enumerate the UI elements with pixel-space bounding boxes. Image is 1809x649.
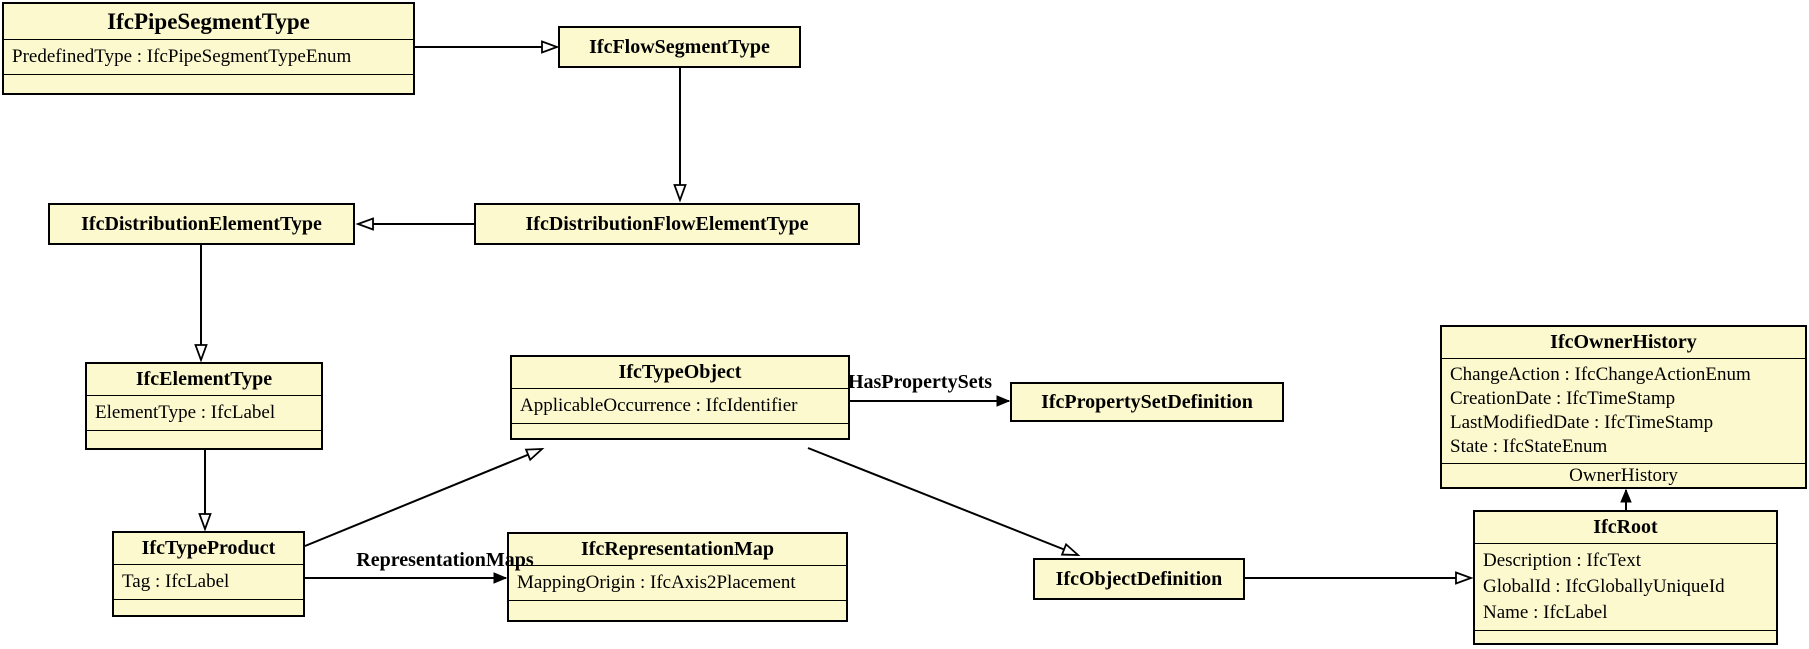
attribute-line: Tag : IfcLabel	[122, 571, 230, 592]
attribute-line: PredefinedType : IfcPipeSegmentTypeEnum	[12, 46, 352, 67]
class-title: IfcFlowSegmentType	[589, 35, 770, 58]
class-attributes: Description : IfcText GlobalId : IfcGlob…	[1475, 543, 1776, 630]
class-attributes: PredefinedType : IfcPipeSegmentTypeEnum	[4, 39, 413, 74]
class-title: IfcPipeSegmentType	[107, 9, 310, 34]
attribute-line: MappingOrigin : IfcAxis2Placement	[517, 572, 796, 593]
attribute-line: CreationDate : IfcTimeStamp	[1450, 388, 1676, 409]
class-title: IfcObjectDefinition	[1055, 567, 1223, 590]
class-box-ifc-pipe-segment-type[interactable]: IfcPipeSegmentType PredefinedType : IfcP…	[2, 2, 415, 95]
class-box-ifc-element-type[interactable]: IfcElementType ElementType : IfcLabel	[85, 362, 323, 450]
class-title: IfcTypeObject	[618, 361, 742, 383]
attribute-line: ApplicableOccurrence : IfcIdentifier	[520, 395, 798, 416]
class-attributes: Tag : IfcLabel	[114, 564, 303, 599]
empty-compartment	[114, 599, 303, 615]
empty-compartment	[1475, 630, 1776, 643]
class-attributes: ElementType : IfcLabel	[87, 395, 321, 430]
class-box-ifc-distribution-element-type[interactable]: IfcDistributionElementType	[48, 203, 355, 245]
class-box-ifc-type-object[interactable]: IfcTypeObject ApplicableOccurrence : Ifc…	[510, 355, 850, 440]
class-box-ifc-flow-segment-type[interactable]: IfcFlowSegmentType	[558, 26, 801, 68]
attribute-line: ChangeAction : IfcChangeActionEnum	[1450, 364, 1751, 385]
attribute-line: LastModifiedDate : IfcTimeStamp	[1450, 412, 1714, 433]
empty-compartment	[4, 74, 413, 93]
class-title: IfcRoot	[1593, 516, 1658, 538]
edge-label-representation-maps: RepresentationMaps	[356, 549, 534, 571]
class-box-ifc-object-definition[interactable]: IfcObjectDefinition	[1033, 558, 1245, 600]
attribute-line: GlobalId : IfcGloballyUniqueId	[1483, 576, 1725, 597]
class-attributes: MappingOrigin : IfcAxis2Placement	[509, 565, 846, 600]
generalization-type-product-to-type-object	[304, 448, 545, 547]
empty-compartment	[512, 423, 848, 438]
attribute-line: ElementType : IfcLabel	[95, 402, 276, 423]
class-title: IfcOwnerHistory	[1550, 331, 1697, 353]
class-title: IfcDistributionElementType	[81, 212, 322, 235]
class-attributes: ApplicableOccurrence : IfcIdentifier	[512, 388, 848, 423]
class-title: IfcElementType	[135, 368, 273, 390]
class-title: IfcRepresentationMap	[581, 538, 774, 560]
generalization-type-object-to-object-definition	[807, 447, 1081, 556]
class-title: IfcDistributionFlowElementType	[525, 212, 809, 235]
class-box-ifc-owner-history[interactable]: IfcOwnerHistory ChangeAction : IfcChange…	[1440, 325, 1807, 489]
edge-label-has-property-sets: HasPropertySets	[847, 371, 993, 393]
empty-compartment	[87, 430, 321, 448]
edge-label-owner-history: OwnerHistory	[1442, 463, 1805, 487]
class-box-ifc-type-product[interactable]: IfcTypeProduct Tag : IfcLabel	[112, 531, 305, 617]
class-box-ifc-root[interactable]: IfcRoot Description : IfcText GlobalId :…	[1473, 510, 1778, 645]
class-title: IfcPropertySetDefinition	[1041, 390, 1253, 413]
class-title: IfcTypeProduct	[141, 537, 276, 559]
class-box-ifc-representation-map[interactable]: IfcRepresentationMap MappingOrigin : Ifc…	[507, 532, 848, 622]
attribute-line: Description : IfcText	[1483, 550, 1642, 571]
class-box-ifc-property-set-definition[interactable]: IfcPropertySetDefinition	[1010, 382, 1284, 422]
empty-compartment	[509, 600, 846, 620]
attribute-line: Name : IfcLabel	[1483, 602, 1608, 623]
attribute-line: State : IfcStateEnum	[1450, 436, 1608, 457]
class-attributes: ChangeAction : IfcChangeActionEnum Creat…	[1442, 358, 1805, 463]
class-box-ifc-distribution-flow-element-type[interactable]: IfcDistributionFlowElementType	[474, 203, 860, 245]
